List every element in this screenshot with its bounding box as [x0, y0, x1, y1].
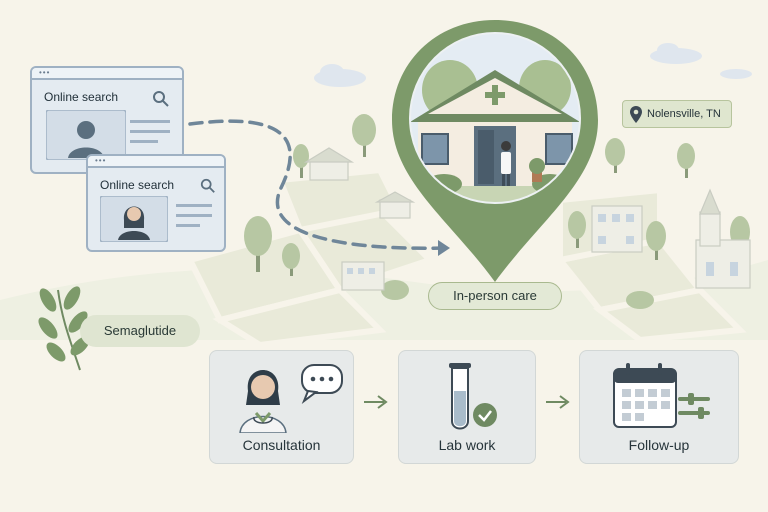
- location-badge: Nolensville, TN: [622, 100, 732, 128]
- arrow-right-icon: [364, 395, 388, 409]
- step-label: Lab work: [438, 437, 496, 453]
- online-search-card-1: ••• Online search: [30, 66, 184, 174]
- clinic-pin-icon: [392, 20, 598, 282]
- search-card-label: Online search: [44, 90, 119, 104]
- location-label: Nolensville, TN: [647, 108, 721, 120]
- person-icon: [46, 110, 126, 160]
- route-arrowhead: [438, 240, 450, 256]
- in-person-care-label: In-person care: [428, 282, 562, 310]
- step-consultation: Consultation: [209, 350, 354, 464]
- browser-titlebar: •••: [88, 156, 224, 168]
- browser-titlebar: •••: [32, 68, 182, 80]
- arrow-right-icon: [546, 395, 570, 409]
- calendar-icon: [613, 363, 710, 428]
- window-dots: •••: [95, 156, 107, 165]
- search-icon: [153, 91, 169, 107]
- online-search-card-2: ••• Online search: [86, 154, 226, 252]
- search-card-label: Online search: [100, 178, 175, 192]
- step-label: Consultation: [242, 437, 321, 453]
- step-follow-up: Follow-up: [579, 350, 739, 464]
- semaglutide-label: Semaglutide: [80, 315, 200, 347]
- step-lab-work: Lab work: [398, 350, 536, 464]
- text-lines: [130, 120, 170, 143]
- step-label: Follow-up: [628, 437, 690, 453]
- woman-avatar-icon: [100, 196, 168, 242]
- test-tube-check-icon: [449, 363, 497, 430]
- doctor-chat-icon: [239, 364, 343, 433]
- search-icon: [200, 178, 215, 193]
- text-lines: [176, 204, 212, 227]
- window-dots: •••: [39, 68, 51, 77]
- map-pin-icon: [630, 106, 642, 123]
